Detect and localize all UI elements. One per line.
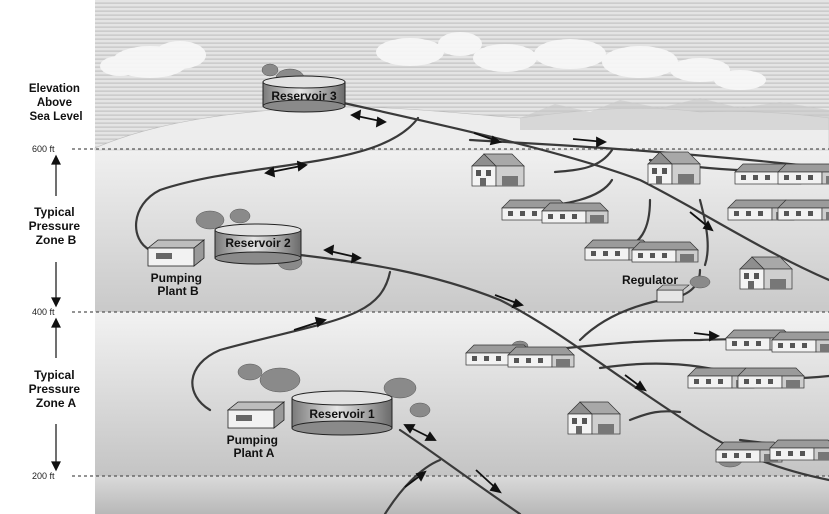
reservoir-2-label: Reservoir 2 xyxy=(225,236,291,250)
zone-b-band xyxy=(95,150,829,312)
range-arrows xyxy=(51,154,61,472)
pumping-plant-b-building xyxy=(146,239,206,267)
elevation-lines xyxy=(72,148,829,477)
elevation-400-label: 400 ft xyxy=(32,307,55,317)
reservoir-3: Reservoir 3 xyxy=(262,75,346,113)
reservoir-1-label: Reservoir 1 xyxy=(309,407,375,421)
elevation-600-label: 600 ft xyxy=(32,144,55,154)
reservoir-2: Reservoir 2 xyxy=(214,223,302,265)
reservoir-3-label: Reservoir 3 xyxy=(271,89,337,103)
reservoir-1: Reservoir 1 xyxy=(291,390,393,436)
flow-arrows xyxy=(264,109,721,494)
clouds xyxy=(100,32,766,90)
elevation-200-label: 200 ft xyxy=(32,471,55,481)
zone-a-label: Typical Pressure Zone A xyxy=(29,368,84,410)
mountain-ridge xyxy=(520,98,829,130)
left-label-panel xyxy=(0,0,95,514)
zone-b-label: Typical Pressure Zone B xyxy=(29,205,84,247)
elevation-label: Elevation Above Sea Level xyxy=(29,83,83,123)
regulator-label: Regulator xyxy=(622,273,678,287)
pumping-plant-b-label: Pumping Plant B xyxy=(151,271,206,298)
pumping-plant-a-label: Pumping Plant A xyxy=(227,433,282,460)
regulator-box xyxy=(656,284,690,303)
below-zone-band xyxy=(95,476,829,514)
pumping-plant-a-building xyxy=(226,401,286,429)
